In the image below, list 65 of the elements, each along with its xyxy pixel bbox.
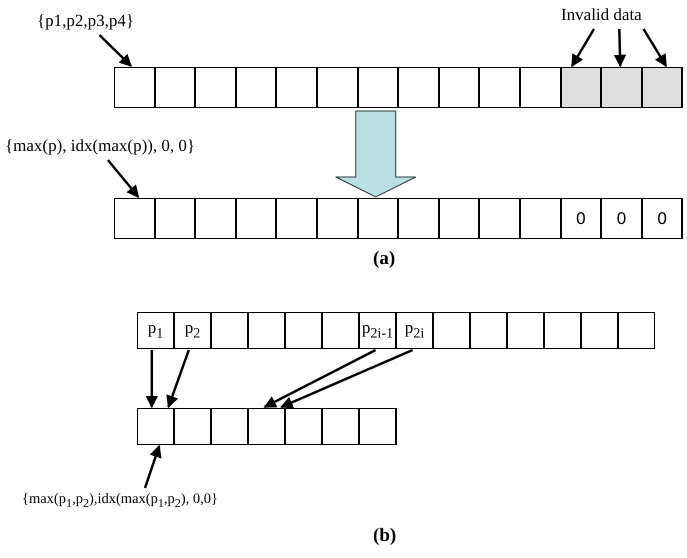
arrow: [166, 350, 190, 408]
array-cell: 0: [560, 198, 602, 239]
array-cell: [581, 312, 618, 349]
array-cell: [285, 312, 322, 349]
array-cell: [154, 198, 196, 239]
arrow: [570, 28, 596, 68]
array-cell: [359, 408, 396, 445]
array-cell: [248, 408, 285, 445]
array: [114, 198, 683, 239]
array-cell: [317, 198, 358, 239]
annotation-text: {max(p), idx(max(p)), 0, 0}: [5, 135, 250, 159]
arrow: [98, 34, 132, 67]
array-cell: [433, 312, 470, 349]
array: [114, 67, 683, 108]
array-cell: [507, 312, 544, 349]
array-cell: [520, 198, 561, 239]
array-cell: [195, 198, 236, 239]
arrow: [144, 444, 162, 488]
array-cell: [322, 408, 359, 445]
array-cell: [398, 198, 439, 239]
array: [137, 408, 397, 445]
array-cell: [154, 67, 196, 108]
array-cell: p$_{2i}$: [396, 312, 433, 349]
array-cell: [276, 198, 317, 239]
array-cell: [479, 67, 520, 108]
annotation-text: {max(p$_{1}$,p$_{2}$),idx(max(p$_{1}$,p$_{2}$), 0,0}: [22, 489, 322, 511]
panel-label: (b): [373, 525, 396, 547]
array-cell: [560, 67, 602, 108]
array-cell: [211, 312, 248, 349]
array-cell: [195, 67, 236, 108]
array-cell: [544, 312, 581, 349]
array: [137, 312, 655, 349]
block-arrow: [335, 110, 416, 198]
array-cell: [438, 198, 480, 239]
annotation-text: Invalid data: [561, 4, 671, 28]
array-cell: p$_{2i-1}$: [359, 312, 396, 349]
arrow: [146, 350, 158, 408]
array-cell: [174, 408, 211, 445]
arrow: [106, 159, 140, 198]
arrow: [642, 28, 668, 68]
array-cell: [438, 67, 480, 108]
array-cell: [211, 408, 248, 445]
array-cell: [236, 198, 276, 239]
arrow: [614, 28, 626, 68]
array-cell: [285, 408, 322, 445]
array-cell: [520, 67, 561, 108]
panel-label: (a): [373, 248, 396, 270]
array-cell: [236, 67, 276, 108]
arrow: [264, 348, 376, 408]
array-cell: [642, 67, 682, 108]
array-cell: [601, 67, 642, 108]
array-cell: [276, 67, 317, 108]
array-cell: [470, 312, 507, 349]
array-cell: 0: [642, 198, 682, 239]
array-cell: [398, 67, 439, 108]
array-cell: [322, 312, 359, 349]
array-cell: [248, 312, 285, 349]
annotation-text: {p1,p2,p3,p4}: [37, 10, 162, 34]
array-cell: [358, 67, 398, 108]
array-cell: p$_{2}$: [174, 312, 211, 349]
array-cell: 0: [601, 198, 642, 239]
array-cell: [479, 198, 520, 239]
arrow: [280, 348, 414, 408]
array-cell: [317, 67, 358, 108]
array-cell: [358, 198, 398, 239]
